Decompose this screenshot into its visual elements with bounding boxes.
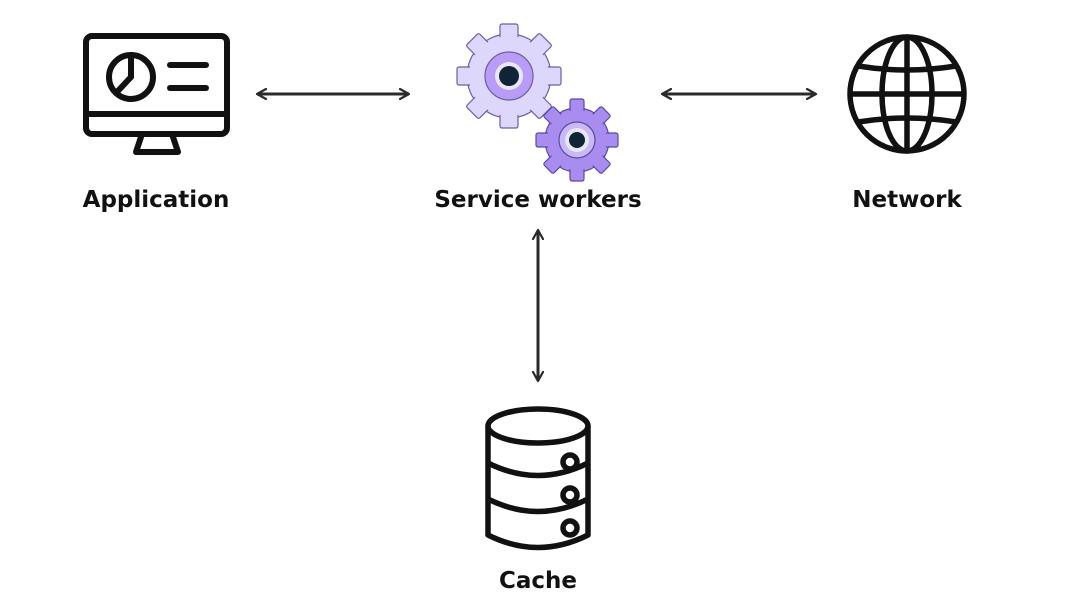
database-separator-lower xyxy=(486,496,590,515)
gears-icon xyxy=(456,23,619,182)
monitor-stand xyxy=(133,131,181,155)
cache-label: Cache xyxy=(498,568,578,594)
pie-chart-divider-diagonal xyxy=(113,74,134,96)
network-label: Network xyxy=(852,187,962,213)
database-indicator-1 xyxy=(560,452,580,472)
database-indicator-2 xyxy=(560,485,580,505)
database-icon xyxy=(485,406,591,551)
database-top xyxy=(485,406,591,446)
globe-latitude-north xyxy=(857,63,957,73)
globe-icon xyxy=(847,34,967,154)
large-gear-icon xyxy=(456,23,562,129)
service-workers-label: Service workers xyxy=(434,187,642,213)
monitor-screen xyxy=(83,33,230,137)
database-body xyxy=(485,426,591,551)
small-gear-icon xyxy=(535,98,619,182)
database-indicator-3 xyxy=(560,518,580,538)
application-label: Application xyxy=(82,187,230,213)
globe-latitude-south xyxy=(857,115,957,125)
monitor-dashboard-icon xyxy=(83,33,230,155)
